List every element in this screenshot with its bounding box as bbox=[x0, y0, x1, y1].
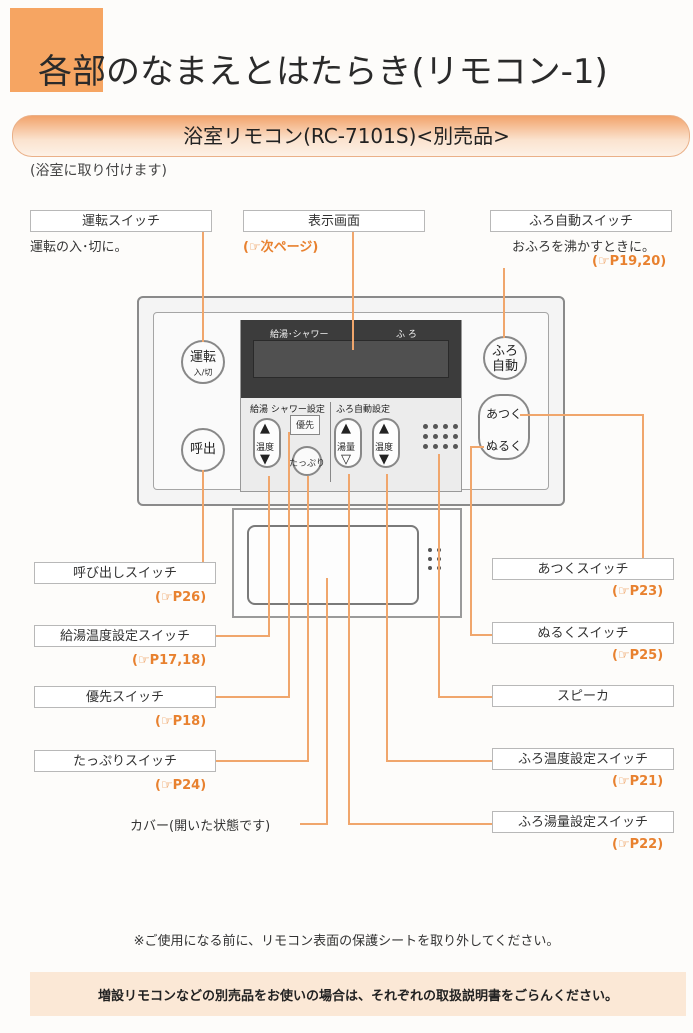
ref-plenty-switch: (☞P24) bbox=[155, 778, 207, 793]
bath-volume-down-icon[interactable]: ▽ bbox=[341, 452, 351, 467]
leader-line-cooler-h1 bbox=[470, 446, 484, 448]
hot-water-temp-down-icon[interactable]: ▼ bbox=[260, 452, 270, 467]
leader-line-speaker-h bbox=[438, 696, 492, 698]
leader-line-bath-temp-v bbox=[386, 474, 388, 762]
group-divider bbox=[330, 402, 331, 482]
power-button[interactable]: 運転 入/切 bbox=[181, 340, 225, 384]
leader-line-power bbox=[202, 232, 204, 342]
ref-hotter-switch: (☞P23) bbox=[612, 584, 664, 599]
priority-button-label: 優先 bbox=[295, 421, 314, 431]
ref-auto-bath-switch: (☞P19,20) bbox=[592, 254, 667, 269]
leader-line-cover-v bbox=[326, 578, 328, 824]
display-screen bbox=[253, 340, 449, 378]
lcd-label-bath: ふ ろ bbox=[396, 330, 417, 340]
ref-bath-volume-switch: (☞P22) bbox=[612, 837, 664, 852]
leader-line-cooler-h2 bbox=[470, 634, 492, 636]
label-speaker: スピーカ bbox=[492, 685, 674, 707]
ref-display: (☞次ページ) bbox=[243, 240, 319, 255]
priority-button[interactable]: 優先 bbox=[290, 415, 320, 435]
ref-call-switch: (☞P26) bbox=[155, 590, 207, 605]
bath-volume-switch[interactable] bbox=[334, 418, 362, 468]
desc-power-switch: 運転の入･切に。 bbox=[30, 240, 128, 255]
call-button[interactable]: 呼出 bbox=[181, 428, 225, 472]
leader-line-plenty-h bbox=[216, 760, 309, 762]
bath-temp-label: 温度 bbox=[375, 443, 394, 453]
group-label-auto-bath: ふろ自動設定 bbox=[336, 405, 391, 415]
leader-line-bath-volume-h bbox=[348, 823, 492, 825]
label-display: 表示画面 bbox=[243, 210, 425, 232]
label-cooler-switch: ぬるくスイッチ bbox=[492, 622, 674, 644]
leader-line-cover-h bbox=[300, 823, 328, 825]
leader-line-hotter-v bbox=[642, 414, 644, 559]
plenty-button-label: たっぷり bbox=[288, 459, 325, 469]
label-bath-temp-switch: ふろ温度設定スイッチ bbox=[492, 748, 674, 770]
mount-note: (浴室に取り付けます) bbox=[30, 163, 167, 179]
leader-line-hotter-h bbox=[520, 414, 644, 416]
leader-line-cooler-v bbox=[470, 446, 472, 636]
hot-cool-button-frame bbox=[478, 394, 530, 460]
label-power-switch: 運転スイッチ bbox=[30, 210, 212, 232]
label-cover: カバー(開いた状態です) bbox=[130, 819, 271, 834]
cooler-button[interactable]: ぬるく bbox=[485, 439, 522, 453]
auto-bath-button[interactable]: ふろ 自動 bbox=[483, 336, 527, 380]
bath-temp-up-icon[interactable]: ▲ bbox=[379, 421, 389, 436]
group-label-shower: 給湯 シャワー設定 bbox=[250, 405, 325, 415]
footer-note: 増設リモコンなどの別売品をお使いの場合は、それぞれの取扱説明書をごらんください。 bbox=[97, 989, 618, 1004]
desc-auto-bath-switch: おふろを沸かすときに。 bbox=[512, 240, 656, 255]
page-title: 各部のなまえとはたらき(リモコン-1) bbox=[38, 52, 608, 92]
hot-water-temp-switch[interactable] bbox=[253, 418, 281, 468]
leader-line-auto-bath bbox=[503, 268, 505, 338]
leader-line-bath-temp-h bbox=[386, 760, 492, 762]
bath-volume-label: 湯量 bbox=[337, 443, 356, 453]
power-button-label: 運転 bbox=[189, 350, 216, 365]
leader-line-display bbox=[352, 232, 354, 350]
label-call-switch: 呼び出しスイッチ bbox=[34, 562, 216, 584]
hot-water-temp-up-icon[interactable]: ▲ bbox=[260, 421, 270, 436]
leader-line-call bbox=[202, 470, 204, 562]
bath-volume-up-icon[interactable]: ▲ bbox=[341, 421, 351, 436]
auto-bath-button-line1: ふろ bbox=[491, 344, 518, 359]
lcd-label-shower: 給湯･シャワー bbox=[270, 330, 329, 340]
call-button-label: 呼出 bbox=[189, 442, 216, 457]
ref-hot-water-temp-switch: (☞P17,18) bbox=[132, 653, 207, 668]
label-plenty-switch: たっぷりスイッチ bbox=[34, 750, 216, 772]
leader-line-priority-v bbox=[288, 432, 290, 697]
label-bath-volume-switch: ふろ湯量設定スイッチ bbox=[492, 811, 674, 833]
protective-sheet-warning: ※ご使用になる前に、リモコン表面の保護シートを取り外してください。 bbox=[133, 934, 560, 949]
leader-line-plenty-v bbox=[307, 476, 309, 761]
label-hot-water-temp-switch: 給湯温度設定スイッチ bbox=[34, 625, 216, 647]
label-priority-switch: 優先スイッチ bbox=[34, 686, 216, 708]
label-hotter-switch: あつくスイッチ bbox=[492, 558, 674, 580]
subtitle-banner bbox=[12, 115, 690, 157]
title-accent-block bbox=[10, 8, 103, 92]
ref-cooler-switch: (☞P25) bbox=[612, 648, 664, 663]
ref-bath-temp-switch: (☞P21) bbox=[612, 774, 664, 789]
speaker-grille bbox=[423, 424, 458, 449]
hotter-button[interactable]: あつく bbox=[485, 407, 522, 421]
leader-line-bath-volume-v bbox=[348, 474, 350, 824]
leader-line-hot-water-temp-h bbox=[216, 635, 270, 637]
leader-line-speaker-v bbox=[438, 454, 440, 698]
leader-line-priority-h bbox=[216, 696, 290, 698]
cover-window bbox=[247, 525, 419, 605]
bath-temp-down-icon[interactable]: ▼ bbox=[379, 452, 389, 467]
subtitle-text: 浴室リモコン(RC-7101S)<別売品> bbox=[183, 124, 510, 148]
plenty-button[interactable] bbox=[292, 446, 322, 476]
footer-box bbox=[30, 972, 686, 1016]
label-auto-bath-switch: ふろ自動スイッチ bbox=[490, 210, 672, 232]
leader-line-hot-water-temp-v bbox=[268, 476, 270, 636]
bath-temp-switch[interactable] bbox=[372, 418, 400, 468]
ref-priority-switch: (☞P18) bbox=[155, 714, 207, 729]
auto-bath-button-line2: 自動 bbox=[491, 359, 518, 374]
power-button-sublabel: 入/切 bbox=[193, 368, 213, 377]
hot-water-temp-label: 温度 bbox=[256, 443, 275, 453]
